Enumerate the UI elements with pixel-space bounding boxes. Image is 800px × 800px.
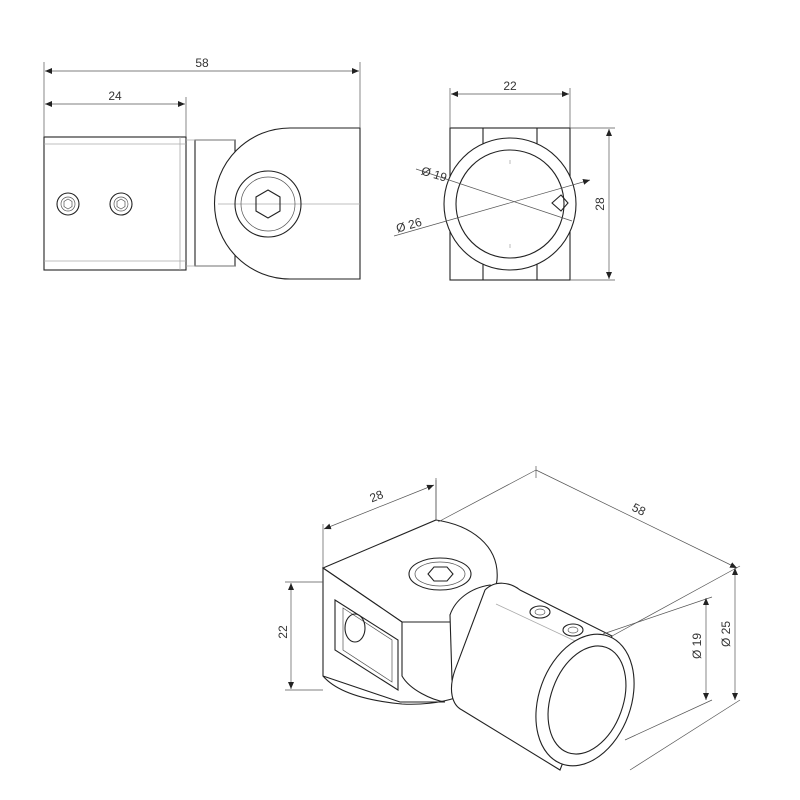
side-view: 58 24 xyxy=(43,56,361,280)
side-hinge-block xyxy=(214,127,361,280)
end-inner-circle xyxy=(455,149,565,259)
set-screw-icon xyxy=(109,192,133,216)
dim-iso-block-width: 28 xyxy=(368,487,386,505)
dim-end-height: 28 xyxy=(593,197,607,211)
set-screw-icon xyxy=(562,623,584,637)
hex-socket-icon xyxy=(255,189,281,219)
set-screw-icon xyxy=(529,605,551,619)
set-screw-icon xyxy=(56,192,80,216)
dim-iso-tube-outer: Ø 25 xyxy=(719,621,733,647)
iso-block-slot xyxy=(334,598,399,692)
dim-overall-length: 58 xyxy=(195,56,209,70)
dim-line-iso-28 xyxy=(323,484,435,530)
side-tube-body xyxy=(43,136,187,271)
iso-tube-end-inner xyxy=(547,645,627,755)
dim-tube-length: 24 xyxy=(108,89,122,103)
dim-iso-tube-inner: Ø 19 xyxy=(690,633,704,659)
end-outer-circle xyxy=(443,137,577,271)
dim-iso-block-height: 22 xyxy=(276,625,290,639)
side-bolt-head xyxy=(234,170,302,238)
dim-outer-diameter: Ø 26 xyxy=(394,215,423,236)
end-view: Ø 19 Ø 26 22 28 xyxy=(393,79,615,281)
dim-line-iso-58 xyxy=(437,469,537,523)
dim-end-width: 22 xyxy=(503,79,517,93)
dim-inner-diameter: Ø 19 xyxy=(420,164,449,185)
iso-bolt-head xyxy=(408,557,472,591)
hex-socket-icon xyxy=(427,566,454,582)
dim-iso-overall-length: 58 xyxy=(630,500,649,519)
iso-view: 28 58 22 Ø 19 Ø 25 xyxy=(276,466,741,771)
